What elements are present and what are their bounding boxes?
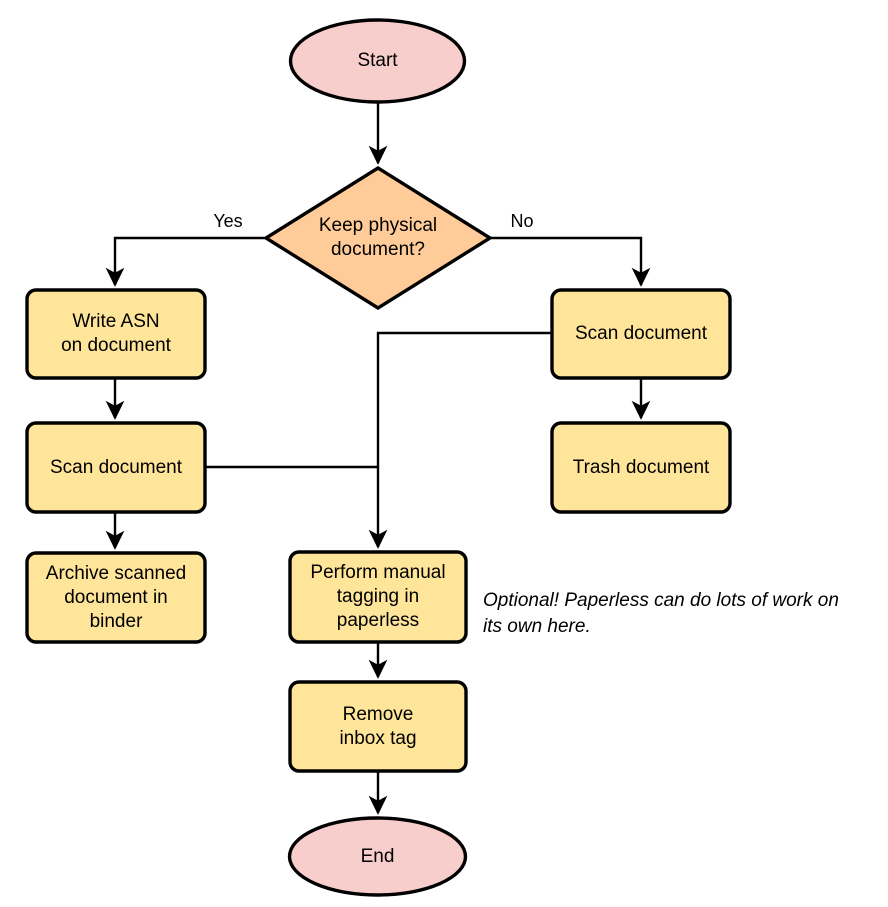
node-scan-right-shape[interactable] (550, 288, 732, 380)
node-tagging-shape[interactable] (288, 550, 468, 644)
node-start-shape[interactable] (288, 18, 467, 104)
node-archive-shape[interactable] (25, 551, 207, 644)
edge-decision-yes-to-write-asn (105, 236, 266, 287)
edge-scan-right-to-tagging (368, 331, 552, 549)
node-write-asn-shape[interactable] (25, 288, 207, 380)
node-scan-left-shape[interactable] (25, 421, 207, 514)
node-end-shape[interactable] (287, 816, 468, 897)
node-remove-inbox-shape[interactable] (288, 680, 468, 773)
edge-label-yes: Yes (213, 211, 243, 231)
node-trash-shape[interactable] (550, 421, 732, 514)
optional-note: Optional! Paperless can do lots of work … (483, 590, 839, 637)
edge-label-no: No (510, 211, 534, 231)
edge-decision-no-to-scan-right (490, 236, 651, 287)
node-keep-physical-document-shape[interactable] (262, 165, 494, 311)
